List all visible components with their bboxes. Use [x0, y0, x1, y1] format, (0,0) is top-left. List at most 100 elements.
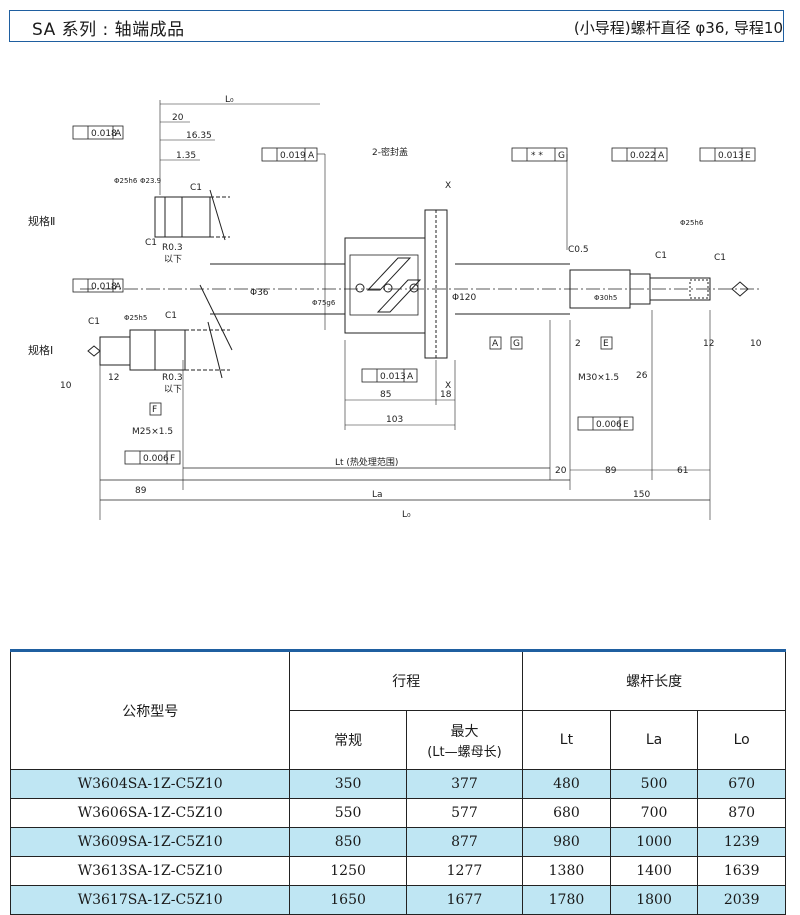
cell-lo: 670 — [697, 769, 786, 799]
cell-lo: 870 — [697, 798, 786, 828]
c1-r2: C1 — [714, 253, 726, 263]
cell-max: 1677 — [405, 885, 524, 915]
cell-normal: 850 — [289, 827, 407, 857]
perp-left-ref: F — [170, 454, 175, 464]
gdt-center: * * — [531, 151, 543, 161]
dim-16-35: 16.35 — [186, 131, 212, 141]
gdt-right2-ref: E — [745, 151, 751, 161]
cell-lo: 1639 — [697, 856, 786, 886]
header-normal: 常规 — [289, 710, 407, 770]
gdt-upper-left-ref: A — [115, 129, 122, 139]
cell-model: W3617SA-1Z-C5Z10 — [9, 885, 291, 915]
table-row: W3613SA-1Z-C5Z10 1250 1277 1380 1400 163… — [9, 856, 786, 886]
c1-low2: C1 — [165, 311, 177, 321]
r03-a: R0.3 — [162, 243, 183, 253]
engineering-drawing: 规格Ⅱ 规格Ⅰ 0.018 A 0.018 A 0.019 A * * G 0.… — [28, 95, 762, 520]
la-label: La — [372, 490, 383, 500]
dim-12-left: 12 — [108, 373, 119, 383]
c1-a: C1 — [190, 183, 202, 193]
dim-2: 2 — [575, 339, 581, 349]
cell-lt: 480 — [522, 769, 611, 799]
dia-25-top: Φ25h6 — [114, 177, 138, 185]
c1-low: C1 — [88, 317, 100, 327]
gdt-right1-ref: A — [658, 151, 665, 161]
seal-label: 2-密封盖 — [372, 146, 408, 158]
dim-26: 26 — [636, 371, 648, 381]
spec-ii-label: 规格Ⅱ — [28, 214, 55, 228]
cell-normal: 1250 — [289, 856, 407, 886]
page-header: SA 系列 : 轴端成品 (小导程)螺杆直径 φ36, 导程10 — [9, 10, 784, 42]
header-lt: Lt — [522, 710, 611, 770]
dim-89-right: 89 — [605, 466, 617, 476]
gdt-upper-left: 0.018 — [91, 129, 117, 139]
spec-table: 公称型号 行程 螺杆长度 常规 最大 (Lt—螺母长) Lt La Lo W36… — [9, 649, 786, 915]
dim-85: 85 — [380, 390, 391, 400]
dia-75: Φ75g6 — [312, 299, 336, 307]
gdt-center-ref: G — [558, 151, 565, 161]
dia-120: Φ120 — [452, 293, 477, 303]
header-length: 螺杆长度 — [522, 650, 786, 711]
dia-30: Φ30h5 — [594, 294, 617, 302]
r03-b2: 以下 — [164, 385, 182, 395]
cell-lo: 2039 — [697, 885, 786, 915]
dim-20-top: 20 — [172, 113, 184, 123]
gdt-lower-left: 0.018 — [91, 282, 117, 292]
c-0-5: C0.5 — [568, 245, 589, 255]
cell-max: 577 — [405, 798, 524, 828]
gdt-right2: 0.013 — [718, 151, 744, 161]
table-row: W3617SA-1Z-C5Z10 1650 1677 1780 1800 203… — [9, 885, 786, 915]
datum-f: F — [152, 405, 157, 415]
table-row: W3609SA-1Z-C5Z10 850 877 980 1000 1239 — [9, 827, 786, 857]
header-stroke: 行程 — [289, 650, 524, 711]
lt-label: Lt (热处理范围) — [335, 456, 398, 468]
cell-lt: 680 — [522, 798, 611, 828]
dim-61: 61 — [677, 466, 688, 476]
cell-model: W3609SA-1Z-C5Z10 — [9, 827, 291, 857]
dim-18: 18 — [440, 390, 452, 400]
r03-b: R0.3 — [162, 373, 183, 383]
dia-25-right: Φ25h6 — [680, 219, 704, 227]
cell-la: 500 — [609, 769, 699, 799]
cell-max: 377 — [405, 769, 524, 799]
cell-lt: 1780 — [522, 885, 611, 915]
dim-10-left: 10 — [60, 381, 72, 391]
table-row: W3604SA-1Z-C5Z10 350 377 480 500 670 — [9, 769, 786, 799]
perp-nut: 0.013 — [380, 372, 406, 382]
datum-a: A — [492, 339, 499, 349]
perp-left: 0.006 — [143, 454, 169, 464]
perp-nut-ref: A — [407, 372, 414, 382]
header-max-label: 最大 — [450, 723, 479, 740]
cell-normal: 1650 — [289, 885, 407, 915]
series-title: SA 系列 : 轴端成品 — [32, 20, 185, 40]
cell-la: 1400 — [609, 856, 699, 886]
header-la: La — [609, 710, 699, 770]
c1-r1: C1 — [655, 251, 667, 261]
section-x-top: X — [445, 181, 451, 191]
cell-max: 877 — [405, 827, 524, 857]
dim-1-35: 1.35 — [176, 151, 196, 161]
cell-model: W3606SA-1Z-C5Z10 — [9, 798, 291, 828]
r03-a2: 以下 — [164, 255, 182, 265]
dia-25-low: Φ25h5 — [124, 314, 147, 322]
c1-b: C1 — [145, 238, 157, 248]
dim-20-mid: 20 — [555, 466, 567, 476]
header-lo: Lo — [697, 710, 786, 770]
cell-model: W3604SA-1Z-C5Z10 — [9, 769, 291, 799]
gdt-right1: 0.022 — [630, 151, 656, 161]
header-model: 公称型号 — [9, 650, 291, 770]
dim-103: 103 — [386, 415, 403, 425]
cell-la: 1800 — [609, 885, 699, 915]
perp-right-ref: E — [623, 420, 629, 430]
header-max-sub: (Lt—螺母长) — [427, 744, 502, 760]
cell-la: 700 — [609, 798, 699, 828]
thread-m25: M25×1.5 — [132, 427, 173, 437]
lo-bottom: L₀ — [402, 510, 411, 520]
gdt-lower-left-ref: A — [115, 282, 122, 292]
dia-23-9: Φ23.9 — [140, 177, 161, 185]
datum-g: G — [513, 339, 520, 349]
perp-right: 0.006 — [596, 420, 622, 430]
cell-lo: 1239 — [697, 827, 786, 857]
lo-top: L₀ — [225, 95, 234, 105]
dim-89-left: 89 — [135, 486, 147, 496]
section-x-bottom: X — [445, 381, 451, 391]
